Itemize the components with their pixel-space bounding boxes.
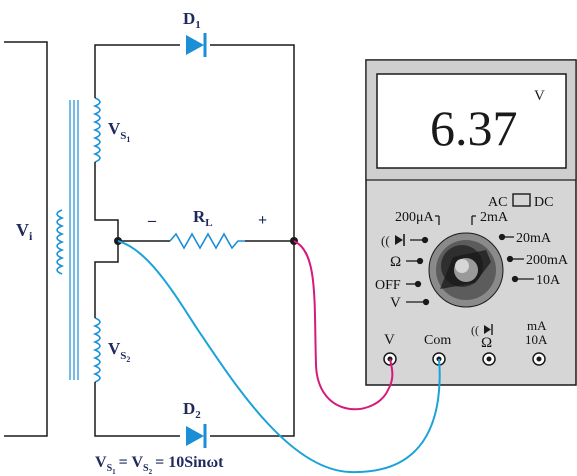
- primary-wire: [4, 41, 48, 437]
- red-probe-lead: [293, 240, 394, 411]
- ac-dc-switch[interactable]: [512, 193, 531, 207]
- equation: VS1= VS2= 10Sinωt: [95, 454, 224, 476]
- vs2-label: VS2: [108, 339, 130, 364]
- secondary-coil-lower: [92, 317, 101, 383]
- diode-d2: [186, 424, 207, 448]
- svg-text:((: ((: [471, 323, 479, 337]
- load-resistor: [169, 232, 245, 250]
- rotary-selector-dial[interactable]: [428, 232, 504, 308]
- vi-label: Vi: [16, 220, 33, 243]
- rl-plus-sign: +: [258, 212, 267, 229]
- range-10a: 10A: [536, 273, 561, 288]
- range-ohm: Ω: [390, 254, 401, 270]
- primary-coil: [56, 209, 65, 275]
- multimeter-display: [376, 73, 567, 169]
- circuit-wires: [94, 44, 295, 437]
- range-off: OFF: [375, 278, 401, 293]
- multimeter: 6.37 V AC DC 200μA 2mA 20mA 200mA 10A Ω …: [365, 59, 577, 386]
- jack-label-com: Com: [424, 333, 451, 348]
- jack-ohm[interactable]: [482, 352, 496, 366]
- d1-label: D1: [183, 9, 201, 31]
- range-20ma: 20mA: [516, 231, 552, 246]
- jack-continuity-icon: ((: [471, 323, 493, 337]
- diode-d1: [186, 33, 207, 57]
- secondary-coil-upper: [92, 97, 101, 163]
- vs1-label: VS1: [108, 119, 130, 144]
- jack-label-ohm: Ω: [481, 335, 492, 351]
- jack-10a[interactable]: [532, 352, 546, 366]
- ac-label: AC: [488, 195, 507, 210]
- jack-label-v: V: [384, 332, 395, 348]
- primary-circuit: [4, 41, 48, 437]
- jack-label-ma: mA: [527, 318, 547, 333]
- svg-text:((: ((: [381, 233, 390, 248]
- range-ticks: [406, 215, 534, 306]
- continuity-diode-icon: ((: [381, 233, 405, 248]
- rl-minus-sign: –: [147, 212, 157, 229]
- transformer-core: [69, 100, 79, 380]
- blue-probe-lead: [117, 240, 441, 474]
- d2-label: D2: [183, 399, 201, 421]
- range-200ua: 200μA: [395, 210, 435, 225]
- display-reading: 6.37: [430, 100, 518, 156]
- range-200ma: 200mA: [526, 253, 569, 268]
- range-2ma: 2mA: [480, 210, 509, 225]
- jack-label-10a: 10A: [525, 332, 548, 347]
- range-volt: V: [390, 295, 401, 311]
- dc-label: DC: [534, 195, 553, 210]
- display-unit: V: [534, 88, 545, 104]
- jack-v[interactable]: [383, 352, 397, 366]
- rl-label: RL: [193, 207, 213, 229]
